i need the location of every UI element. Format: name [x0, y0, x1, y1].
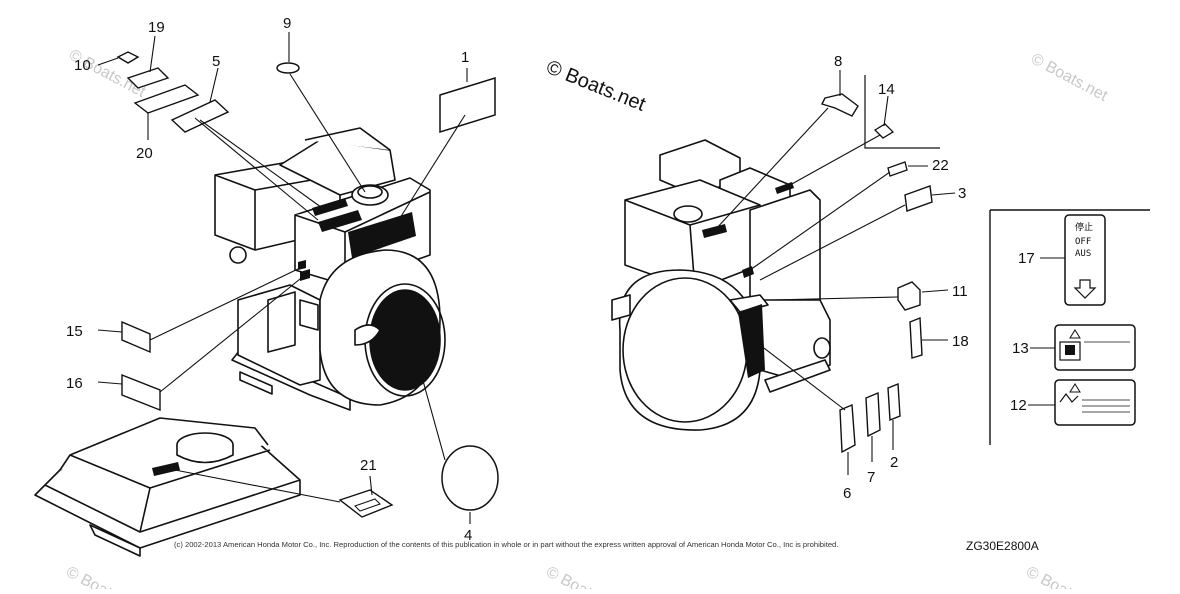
engine-left-illustration	[214, 127, 446, 411]
fuel-tank-illustration	[34, 417, 301, 557]
part-2-shape	[887, 382, 901, 422]
callout-14: 14	[878, 81, 895, 98]
part-18-shape	[909, 316, 923, 359]
callout-20: 20	[136, 145, 153, 162]
copyright-notice: (c) 2002-2013 American Honda Motor Co., …	[174, 540, 838, 549]
part-20-shape	[133, 84, 200, 114]
callout-11: 11	[952, 283, 968, 300]
part-13-shape	[1054, 324, 1136, 371]
part-22-shape	[887, 161, 908, 177]
watermark-bottom-right: © Boats.net	[1023, 564, 1105, 589]
engine-right-decals	[702, 182, 794, 378]
part-14-shape	[873, 123, 895, 139]
callout-21: 21	[360, 457, 377, 474]
down-arrow-icon	[1073, 279, 1097, 299]
callout-9: 9	[283, 15, 291, 32]
part-1-shape	[439, 76, 496, 134]
callout-2: 2	[890, 454, 898, 471]
callout-12: 12	[1010, 397, 1027, 414]
part-5-shape	[170, 99, 230, 133]
fuel-tank-decal	[152, 462, 180, 476]
decal-17-line1: 停止	[1075, 221, 1093, 233]
part-21-shape	[338, 489, 394, 518]
warning-triangle-icon-2	[1069, 383, 1081, 393]
callout-13: 13	[1012, 340, 1029, 357]
callout-19: 19	[148, 19, 165, 36]
callout-16: 16	[66, 375, 83, 392]
decal-17-line3: AUS	[1075, 249, 1091, 259]
watermark-bottom-left: © Boats.net	[63, 564, 145, 589]
decal-17-line2: OFF	[1075, 237, 1091, 247]
warning-triangle-icon	[1069, 329, 1081, 339]
watermark-bottom-center: © Boats.net	[543, 564, 625, 589]
engine-left-decals	[298, 198, 416, 281]
part-8-shape	[821, 93, 859, 117]
callout-18: 18	[952, 333, 969, 350]
watermark-top-right: © Boats.net	[1028, 51, 1110, 106]
callout-15: 15	[66, 323, 83, 340]
inset-frame-14	[864, 75, 940, 149]
callout-7: 7	[867, 469, 875, 486]
part-3-shape	[904, 185, 933, 212]
part-12-shape	[1054, 379, 1136, 426]
part-15-shape	[121, 320, 151, 354]
callout-10: 10	[74, 57, 91, 74]
leader-lines	[97, 32, 1065, 524]
engine-right-illustration	[611, 139, 831, 431]
part-16-shape	[121, 373, 161, 412]
part-17-shape: 停止 OFF AUS	[1064, 214, 1106, 306]
part-7-shape	[865, 391, 881, 438]
part-6-shape	[839, 403, 856, 454]
callout-5: 5	[212, 53, 220, 70]
part-10-shape	[116, 51, 140, 64]
callout-22: 22	[932, 157, 949, 174]
callout-4: 4	[464, 527, 472, 544]
part-9-shape	[276, 62, 300, 74]
part-4-shape	[441, 445, 499, 511]
watermark-main: © Boats.net	[543, 56, 649, 116]
callout-6: 6	[843, 485, 851, 502]
callout-17: 17	[1018, 250, 1035, 267]
callout-3: 3	[958, 185, 966, 202]
callout-labels: 1 2 3 4 5 6 7 8 9 10 11 12 13 14 15 16 1…	[66, 15, 1035, 544]
part-11-shape	[897, 281, 921, 311]
part-19-shape	[126, 67, 170, 89]
callout-8: 8	[834, 53, 842, 70]
diagram-code: ZG30E2800A	[966, 539, 1039, 553]
fire-hazard-icon	[1059, 393, 1079, 403]
callout-1: 1	[461, 49, 469, 66]
